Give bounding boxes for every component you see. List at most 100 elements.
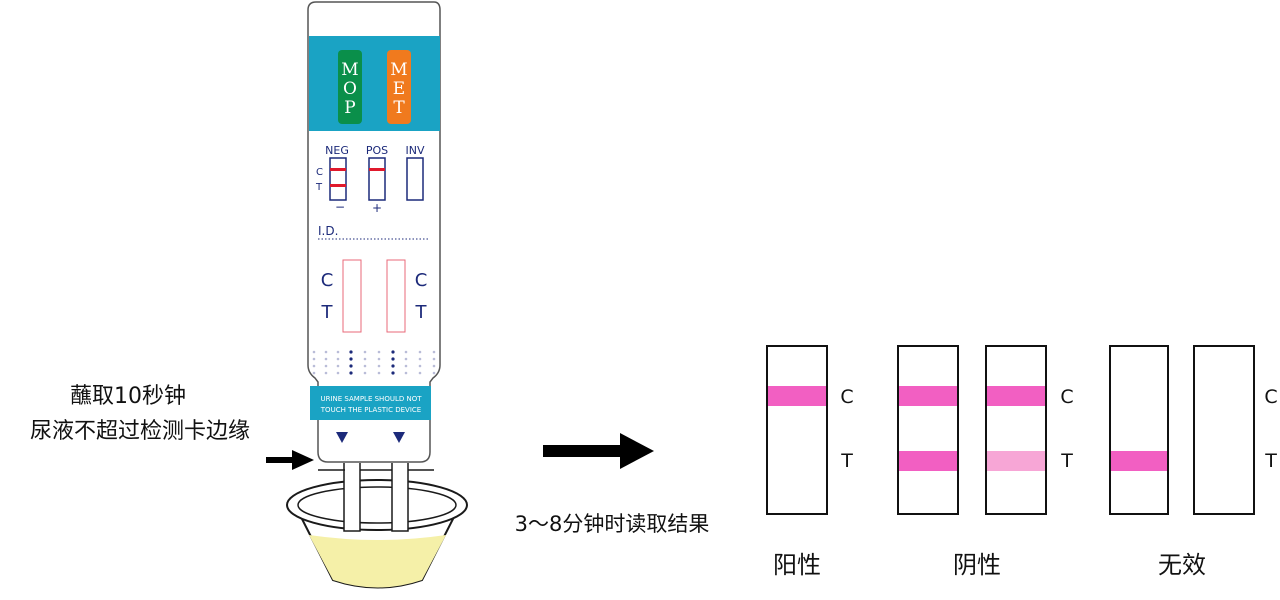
grid-dot <box>404 357 408 361</box>
result-window-mop <box>342 259 362 333</box>
negative-1-c-band <box>899 386 957 406</box>
grid-dot <box>418 357 422 361</box>
warning-line-1: URINE SAMPLE SHOULD NOT <box>321 395 423 403</box>
grid-dot <box>432 364 436 368</box>
window-c-right: C <box>415 270 428 291</box>
grid-dot <box>363 350 367 354</box>
grid-dot <box>418 350 422 354</box>
legend-pos-window <box>368 157 386 201</box>
svg-text:T: T <box>393 98 405 118</box>
drug-badge-met: M E T <box>387 50 411 124</box>
svg-text:M: M <box>390 60 407 80</box>
grid-dot <box>336 357 340 361</box>
id-label: I.D. <box>318 224 338 238</box>
legend-inv-label: INV <box>406 144 425 157</box>
grid-dot <box>363 357 367 361</box>
legend-neg-label: NEG <box>325 144 349 157</box>
grid-dot <box>324 371 328 375</box>
svg-text:P: P <box>344 98 355 118</box>
invalid-caption: 无效 <box>1158 551 1206 579</box>
grid-dot <box>324 350 328 354</box>
grid-dot <box>363 364 367 368</box>
grid-dot <box>349 364 353 368</box>
dip-strip-left <box>343 454 361 532</box>
grid-dot <box>324 357 328 361</box>
grid-dot <box>363 371 367 375</box>
result-examples: C T C T C T 阳性 阴性 无效 <box>766 345 1278 579</box>
grid-dot <box>418 364 422 368</box>
pointer-arrow-icon <box>266 450 314 470</box>
grid-dot <box>324 364 328 368</box>
grid-dot <box>391 357 395 361</box>
read-time-note: 3～8分钟时读取结果 <box>515 512 710 536</box>
grid-dot <box>377 350 381 354</box>
grid-dot <box>391 350 395 354</box>
negative-1-t-band <box>899 451 957 471</box>
dip-marker-right-icon <box>393 432 405 443</box>
grid-dot <box>312 371 316 375</box>
card-header-band <box>309 36 440 131</box>
grid-dot <box>312 364 316 368</box>
grid-dot <box>404 371 408 375</box>
grid-dot <box>336 364 340 368</box>
window-t-left: T <box>321 302 334 323</box>
grid-dot <box>377 357 381 361</box>
svg-text:T: T <box>1264 450 1277 472</box>
svg-text:C: C <box>316 167 323 178</box>
legend-neg-window <box>329 157 347 201</box>
grid-dot <box>349 357 353 361</box>
legend-pos-label: POS <box>366 144 388 157</box>
positive-strip <box>766 345 828 515</box>
dip-time-note: 蘸取10秒钟 <box>70 384 186 409</box>
negative-strip-1 <box>897 345 959 515</box>
svg-text:T: T <box>315 182 323 193</box>
svg-text:M: M <box>341 60 358 80</box>
grid-dot <box>404 350 408 354</box>
grid-dot <box>349 371 353 375</box>
warning-band <box>310 386 431 420</box>
grid-dot <box>312 357 316 361</box>
warning-line-2: TOUCH THE PLASTIC DEVICE <box>320 406 421 414</box>
grid-dot <box>404 364 408 368</box>
negative-caption: 阴性 <box>953 551 1001 579</box>
svg-text:C: C <box>840 386 853 408</box>
grid-dot <box>432 350 436 354</box>
grid-dot <box>312 350 316 354</box>
negative-2-t-band-faint <box>987 451 1045 471</box>
result-legend: NEG POS INV C T − + <box>315 144 425 215</box>
result-windows: C T C T <box>321 259 428 333</box>
svg-text:C: C <box>1264 386 1277 408</box>
svg-text:+: + <box>372 201 382 215</box>
positive-caption: 阳性 <box>773 551 821 579</box>
grid-dot <box>418 371 422 375</box>
invalid-strip-2 <box>1193 345 1255 515</box>
collection-cup <box>286 479 468 589</box>
grid-dot <box>377 364 381 368</box>
grid-dot <box>432 371 436 375</box>
invalid-1-t-band <box>1111 451 1167 471</box>
legend-inv-window <box>406 157 424 201</box>
svg-text:O: O <box>343 79 357 99</box>
grid-dot <box>336 350 340 354</box>
positive-c-band <box>768 386 826 406</box>
negative-strip-2 <box>985 345 1047 515</box>
test-card: M O P M E T NEG POS INV C T − + I.D. <box>307 1 441 532</box>
svg-text:−: − <box>335 200 345 214</box>
next-step-arrow-icon <box>543 433 654 469</box>
urine-level-note: 尿液不超过检测卡边缘 <box>30 419 250 444</box>
dip-marker-left-icon <box>336 432 348 443</box>
svg-text:E: E <box>393 79 405 99</box>
svg-text:T: T <box>840 450 853 472</box>
window-t-right: T <box>415 302 428 323</box>
negative-2-c-band <box>987 386 1045 406</box>
invalid-strip-1 <box>1109 345 1169 515</box>
sample-dot-grid <box>312 350 436 375</box>
grid-dot <box>336 371 340 375</box>
dip-strip-right <box>391 454 409 532</box>
svg-text:T: T <box>1060 450 1073 472</box>
grid-dot <box>377 371 381 375</box>
grid-dot <box>432 357 436 361</box>
svg-text:C: C <box>1060 386 1073 408</box>
drug-badge-mop: M O P <box>338 50 362 124</box>
